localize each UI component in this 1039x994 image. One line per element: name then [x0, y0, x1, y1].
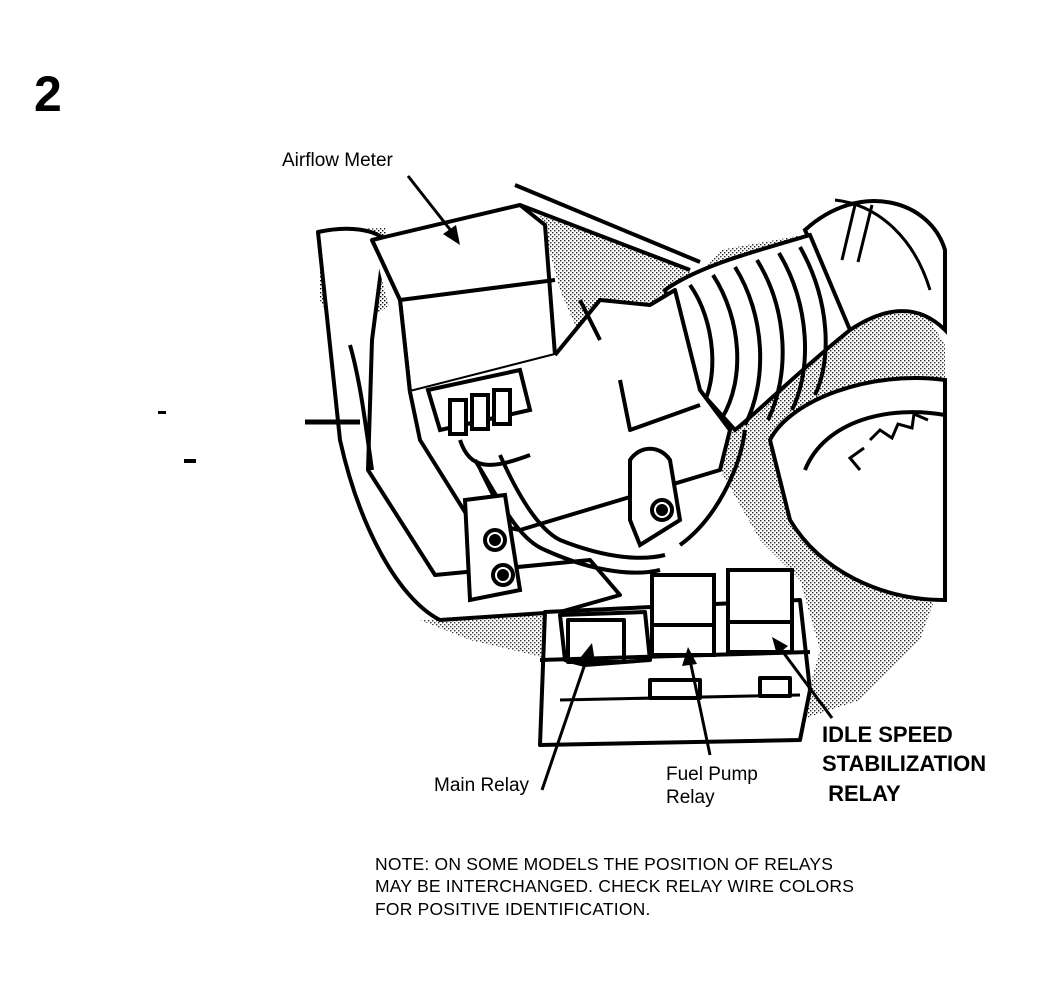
mounting-bracket: [628, 446, 683, 548]
relay-position-note: NOTE: ON SOME MODELS THE POSITION OF REL…: [375, 854, 855, 919]
idle-relay-leader-arrow: [772, 637, 834, 719]
airflow-meter-leader-arrow: [406, 175, 460, 245]
idle-speed-stabilization-relay-label: IDLE SPEED STABILIZATION RELAY: [822, 722, 987, 806]
stray-mark: [158, 411, 166, 414]
air-cleaner-housing: [802, 198, 947, 335]
main-relay-label: Main Relay: [434, 775, 530, 796]
idle-speed-stabilization-relay: [726, 568, 794, 654]
firewall-line: [514, 183, 701, 272]
intake-boot: [662, 232, 853, 433]
main-relay-leader-arrow: [540, 643, 595, 791]
stray-mark: [184, 459, 196, 463]
fuel-pump-relay-leader-arrow: [682, 647, 712, 756]
meter-connector: [425, 367, 666, 575]
vacuum-hose: [678, 429, 747, 547]
air-cleaner-base: [767, 376, 947, 603]
fuel-pump-relay: [650, 573, 716, 657]
figure-number: 2: [34, 66, 62, 122]
stippled-engine-background: [420, 612, 560, 660]
fender-panel: [305, 226, 622, 622]
fuel-pump-relay-label: Fuel Pump Relay: [666, 764, 758, 808]
mounting-bracket: [462, 492, 523, 603]
airflow-meter-label: Airflow Meter: [282, 150, 393, 171]
